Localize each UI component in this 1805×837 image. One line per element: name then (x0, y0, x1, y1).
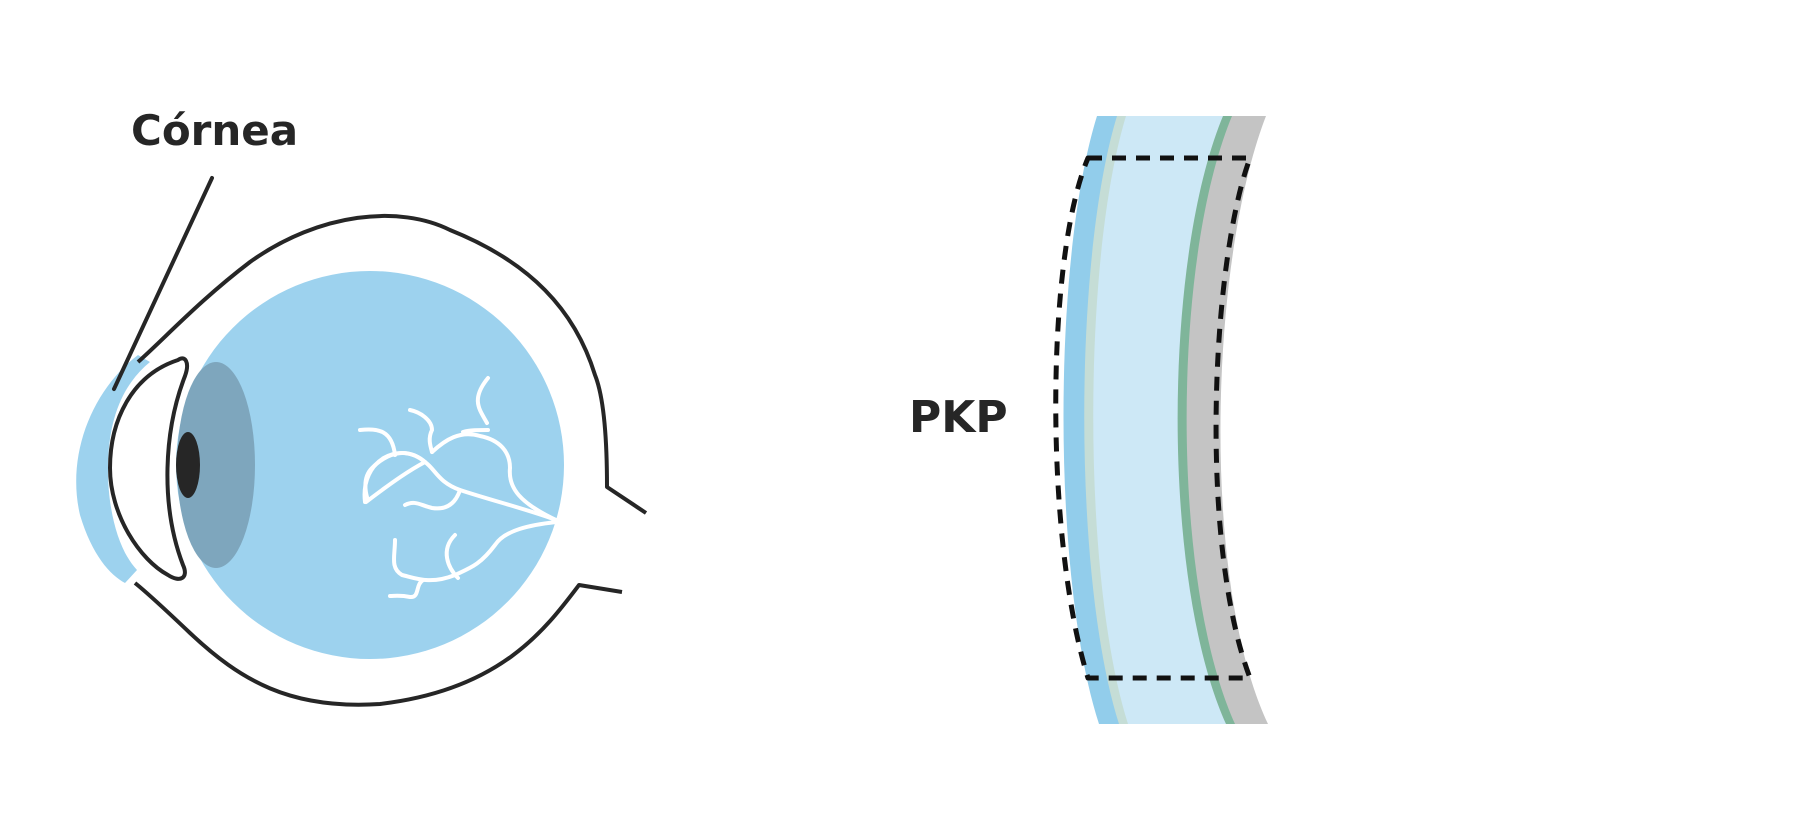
bowman-layer (1083, 116, 1128, 724)
endothelium-layer (1178, 116, 1268, 724)
epithelium-layer (1063, 116, 1119, 724)
optic-nerve-lower (133, 581, 623, 707)
sclera-outline (136, 214, 648, 515)
pkp-label: PKP (909, 392, 1008, 443)
iris (177, 362, 255, 568)
eye-cross-section-icon (76, 176, 648, 707)
lens (107, 356, 189, 581)
descemet-layer (1176, 116, 1235, 724)
cornea-label: Córnea (131, 106, 299, 155)
stroma-layer (1089, 116, 1226, 724)
vitreous-body (176, 271, 564, 659)
pupil (176, 432, 200, 498)
cornea-leader-line (112, 176, 214, 391)
cornea-layers-icon (1053, 116, 1268, 724)
cornea-crescent (76, 355, 150, 583)
blood-vessels (358, 376, 558, 599)
graft-cut-outline (1053, 155, 1253, 681)
